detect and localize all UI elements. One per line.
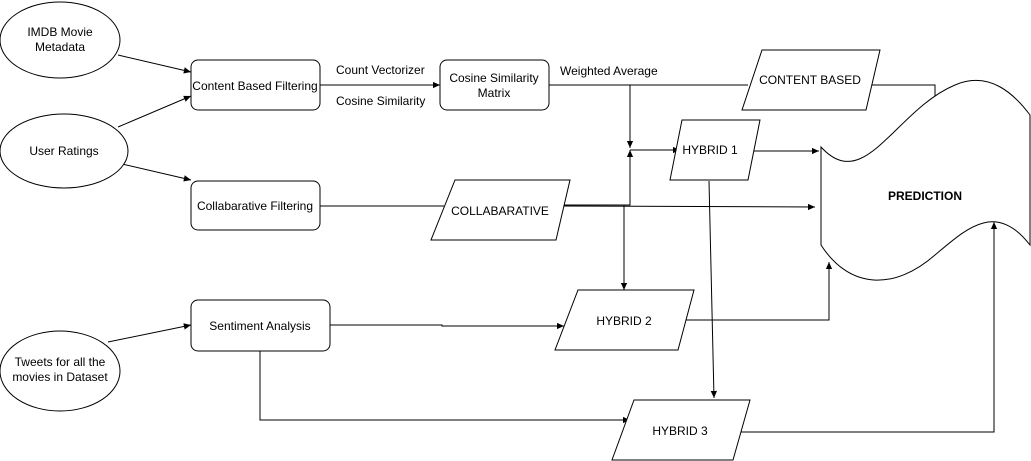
user-ratings-label: User Ratings (29, 144, 98, 158)
edge-ratings-to-content-filtering (117, 95, 192, 128)
output-hybrid3: HYBRID 3 (611, 399, 751, 461)
hybrid3-label: HYBRID 3 (652, 424, 708, 438)
hybrid2-label: HYBRID 2 (596, 314, 652, 328)
edges (107, 54, 998, 433)
collaborative-label: COLLABARATIVE (451, 204, 549, 218)
prediction-label: PREDICTION (888, 189, 962, 203)
hybrid1-label: HYBRID 1 (682, 143, 738, 157)
process-sentiment: Sentiment Analysis (190, 299, 331, 352)
process-collab-filtering: Collabarative Filtering (190, 180, 321, 231)
imdb-label-line1: IMDB Movie (27, 25, 93, 39)
edge-sentiment-to-hybrid3 (259, 351, 630, 424)
cosine-matrix-label-line1: Cosine Similarity (449, 71, 538, 85)
source-imdb: IMDB Movie Metadata (0, 1, 121, 79)
edge-imdb-to-content-filtering (117, 54, 192, 74)
process-cosine-matrix: Cosine Similarity Matrix (439, 59, 550, 111)
edge-hybrid2-to-prediction (684, 262, 833, 321)
output-collaborative: COLLABARATIVE (430, 179, 571, 241)
edge-collaborative-to-prediction (557, 203, 816, 211)
edge-hybrid1-to-hybrid3 (708, 180, 718, 399)
output-hybrid2: HYBRID 2 (554, 289, 695, 351)
edge-label-cosine-similarity: Cosine Similarity (336, 94, 425, 108)
source-user-ratings: User Ratings (0, 113, 129, 189)
tweets-label-line2: movies in Dataset (12, 370, 108, 384)
content-based-label: CONTENT BASED (759, 73, 861, 87)
edge-sentiment-to-hybrid2 (330, 322, 564, 330)
source-tweets: Tweets for all the movies in Dataset (0, 330, 121, 412)
edge-label-count-vectorizer: Count Vectorizer (336, 63, 425, 77)
edge-label-weighted-average: Weighted Average (560, 64, 658, 78)
tweets-label-line1: Tweets for all the (15, 355, 106, 369)
edge-hybrid3-to-prediction (738, 222, 998, 433)
content-filtering-label: Content Based Filtering (192, 79, 317, 93)
cosine-matrix-label-line2: Matrix (478, 86, 511, 100)
sentiment-label: Sentiment Analysis (209, 319, 310, 333)
collab-filtering-label: Collabarative Filtering (197, 199, 313, 213)
output-content-based: CONTENT BASED (741, 49, 881, 111)
edge-collaborative-up-to-hybrid1 (558, 150, 634, 206)
prediction-node: PREDICTION (820, 79, 1031, 281)
imdb-label-line2: Metadata (35, 40, 85, 54)
edge-ratings-to-collab-filtering (121, 163, 192, 182)
process-content-filtering: Content Based Filtering (190, 59, 321, 111)
output-hybrid1: HYBRID 1 (669, 119, 761, 181)
edge-tweets-to-sentiment (107, 323, 192, 343)
